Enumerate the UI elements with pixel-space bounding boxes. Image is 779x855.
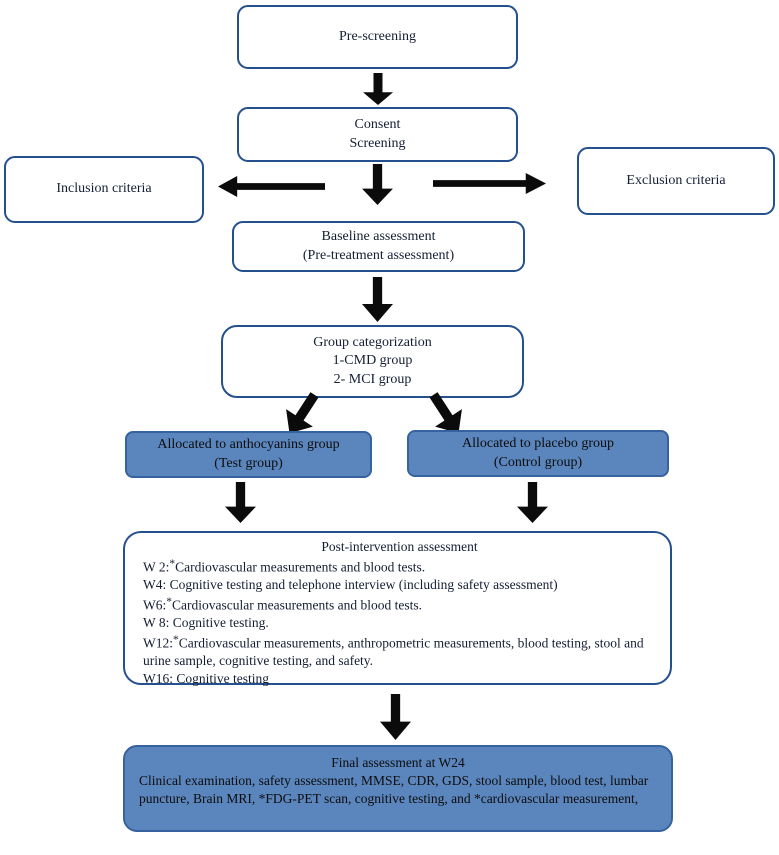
- text-line: Allocated to anthocyanins group: [157, 437, 340, 453]
- control-group-box: Allocated to placebo group (Control group…: [407, 430, 669, 477]
- post-intervention-box: Post-intervention assessment W 2:*Cardio…: [123, 531, 672, 688]
- exclusion-criteria-label: Exclusion criteria: [626, 172, 726, 188]
- text-line: Group categorization: [313, 334, 432, 350]
- inclusion-criteria-box: Inclusion criteria: [4, 156, 204, 223]
- down-right-arrow-icon: [420, 386, 472, 442]
- final-assessment-body: Clinical examination, safety assessment,…: [139, 772, 649, 806]
- text-line: 2- MCI group: [333, 371, 412, 387]
- post-intervention-schedule: W 2:*Cardiovascular measurements and blo…: [143, 556, 656, 688]
- down-arrow-icon: [380, 694, 411, 740]
- text-line: Consent: [354, 117, 401, 133]
- schedule-item: W6:*Cardiovascular measurements and bloo…: [143, 596, 423, 613]
- pre-screening-box: Pre-screening: [237, 5, 518, 69]
- down-arrow-icon: [517, 482, 548, 523]
- down-arrow-icon: [362, 164, 393, 205]
- pre-screening-label: Pre-screening: [339, 28, 416, 44]
- down-arrow-icon: [362, 277, 393, 322]
- text-line: Allocated to placebo group: [461, 436, 614, 452]
- text-line: (Control group): [493, 454, 583, 470]
- right-arrow-icon: [433, 173, 546, 194]
- down-arrow-icon: [363, 73, 393, 105]
- text-line: 1-CMD group: [332, 353, 413, 369]
- final-assessment-box: Final assessment at W24 Clinical examina…: [123, 745, 673, 832]
- schedule-item: W16: Cognitive testing: [143, 671, 269, 687]
- asterisk-marker: *: [169, 558, 176, 571]
- schedule-item: W4: Cognitive testing and telephone inte…: [143, 577, 558, 593]
- left-arrow-icon: [218, 176, 325, 197]
- exclusion-criteria-box: Exclusion criteria: [577, 147, 775, 215]
- final-assessment-title: Final assessment at W24: [331, 755, 465, 770]
- down-left-arrow-icon: [276, 386, 328, 442]
- schedule-item: W 2:*Cardiovascular measurements and blo…: [143, 558, 426, 575]
- test-group-box: Allocated to anthocyanins group (Test gro…: [125, 431, 372, 478]
- group-categorization-box: Group categorization 1-CMD group 2- MCI gr…: [221, 325, 524, 398]
- schedule-item: W 8: Cognitive testing.: [143, 615, 269, 631]
- inclusion-criteria-label: Inclusion criteria: [56, 181, 152, 197]
- text-line: Screening: [349, 135, 406, 151]
- baseline-assessment-box: Baseline assessment (Pre-treatment assess…: [232, 221, 525, 272]
- post-intervention-title: Post-intervention assessment: [321, 539, 478, 554]
- text-line: (Test group): [214, 455, 283, 471]
- asterisk-marker: *: [173, 634, 179, 647]
- schedule-item: W12:*Cardiovascular measurements, anthro…: [143, 634, 644, 669]
- text-line: Baseline assessment: [321, 229, 436, 245]
- down-arrow-icon: [225, 482, 256, 523]
- text-line: (Pre-treatment assessment): [302, 247, 455, 263]
- asterisk-marker: *: [166, 596, 172, 609]
